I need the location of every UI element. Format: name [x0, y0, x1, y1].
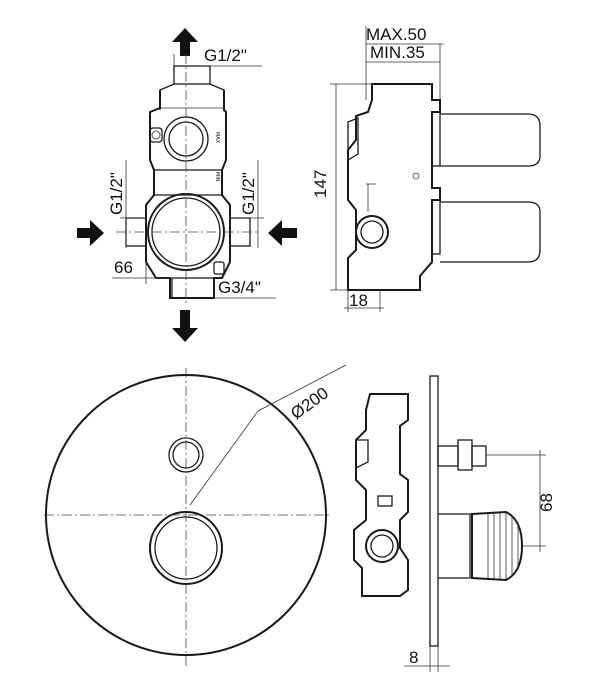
label-base: 18	[349, 291, 368, 310]
label-spacing: 68	[537, 493, 556, 512]
label-inlet-right: G1/2"	[239, 172, 258, 215]
label-plate: 8	[409, 648, 418, 667]
label-inlet-top: G1/2"	[204, 46, 247, 65]
label-min-depth: MIN.35	[370, 43, 425, 62]
assembly-side-view: 68 8	[353, 375, 556, 672]
label-offset: 66	[114, 258, 133, 277]
flow-arrow-right-icon	[77, 220, 104, 246]
valve-side-view: MAX.50 MIN.35 147 18	[311, 25, 541, 312]
label-inlet-left: G1/2"	[107, 172, 126, 215]
flow-arrow-up-icon	[172, 28, 198, 56]
cover-plate-front-view: Ø200	[44, 364, 347, 668]
min-stamp: MIN	[214, 172, 220, 182]
flow-arrow-left-icon	[268, 220, 297, 246]
label-height: 147	[311, 170, 330, 198]
label-max-depth: MAX.50	[366, 25, 426, 44]
valve-front-view: MAX MIN G1/2" G1/2" G1/2" 66	[77, 28, 297, 342]
max-stamp: MAX	[214, 132, 220, 144]
label-outlet: G3/4"	[218, 278, 261, 297]
label-diameter: Ø200	[287, 383, 332, 423]
flow-arrow-down-icon	[172, 310, 198, 342]
